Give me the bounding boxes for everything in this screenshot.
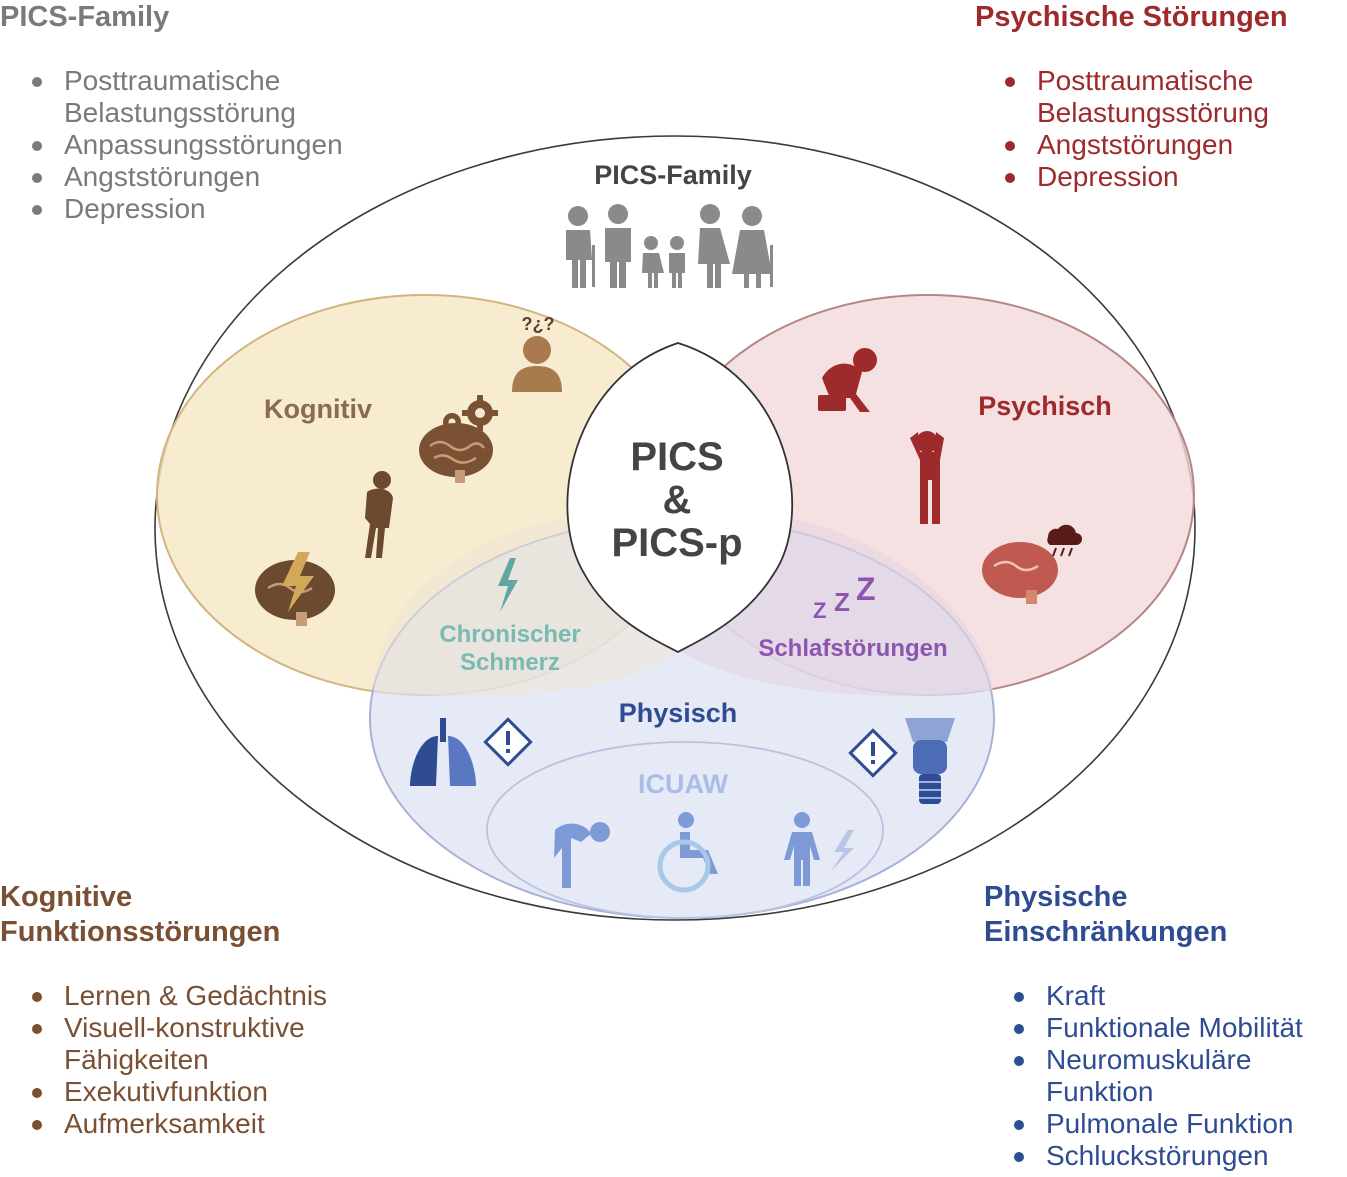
outer-family-label: PICS-Family xyxy=(594,160,752,190)
pics-family-list-block: PICS-Family Posttraumatische Belastungss… xyxy=(0,0,343,225)
list-item: Aufmerksamkeit xyxy=(30,1108,327,1140)
question-marks-icon: ?¿? xyxy=(522,314,555,334)
zzz-icon: Z Z Z xyxy=(813,571,876,623)
physische-list-block: Physische Einschränkungen Kraft Funktion… xyxy=(984,880,1303,1172)
chronischer-schmerz-label-2: Schmerz xyxy=(460,649,560,676)
wheelchair-icon xyxy=(657,812,718,893)
z-letter-small: Z xyxy=(813,598,826,623)
stressed-person-icon xyxy=(910,431,944,524)
sad-person-icon xyxy=(818,348,877,412)
list-item: Exekutivfunktion xyxy=(30,1076,327,1108)
kognitiv-label: Kognitiv xyxy=(264,394,372,424)
lungs-icon xyxy=(410,718,476,786)
kognitive-list-block: Kognitive Funktionsstörungen Lernen & Ge… xyxy=(0,880,327,1140)
warning-icon-left xyxy=(483,717,533,767)
list-item: Neuromuskuläre Funktion xyxy=(1012,1044,1303,1108)
larynx-icon xyxy=(905,718,955,804)
person-weak-lightning-icon xyxy=(784,812,854,886)
list-item: Anpassungsstörungen xyxy=(30,129,343,161)
list-item: Schluckstörungen xyxy=(1012,1140,1303,1172)
kognitive-heading: Kognitive Funktionsstörungen xyxy=(0,881,281,948)
list-item: Kraft xyxy=(1012,980,1303,1012)
center-label-pics: PICS xyxy=(630,435,723,479)
list-item: Lernen & Gedächtnis xyxy=(30,980,327,1012)
bent-person-icon xyxy=(554,822,610,888)
lightning-icon xyxy=(498,558,518,612)
psychische-heading: Psychische Störungen xyxy=(975,1,1288,33)
icuaw-label: ICUAW xyxy=(638,769,729,799)
psychische-list: Posttraumatische Belastungsstörung Angst… xyxy=(1003,65,1288,193)
family-group-icon xyxy=(566,204,773,288)
brain-icon xyxy=(419,423,493,483)
psychische-list-block: Psychische Störungen Posttraumatische Be… xyxy=(975,0,1288,193)
physische-heading: Physische Einschränkungen xyxy=(984,881,1228,948)
confused-person-icon xyxy=(512,336,562,392)
physische-list: Kraft Funktionale Mobilität Neuromuskulä… xyxy=(1012,980,1303,1172)
list-item: Depression xyxy=(1003,161,1288,193)
list-item: Funktionale Mobilität xyxy=(1012,1012,1303,1044)
hunched-person-icon xyxy=(365,471,393,558)
psychisch-label: Psychisch xyxy=(978,391,1112,421)
brain-lightning-icon xyxy=(255,552,335,626)
warning-icon-right xyxy=(848,728,898,778)
chronischer-schmerz-label-1: Chronischer xyxy=(439,621,580,648)
z-letter-medium: Z xyxy=(834,587,850,617)
center-pics-shape xyxy=(566,342,794,654)
list-item: Visuell-konstruktive Fähigkeiten xyxy=(30,1012,327,1076)
list-item: Angststörungen xyxy=(1003,129,1288,161)
physisch-label: Physisch xyxy=(619,698,738,728)
brain-raincloud-icon xyxy=(982,524,1082,604)
schlafstoerungen-label: Schlafstörungen xyxy=(758,635,947,662)
list-item: Angststörungen xyxy=(30,161,343,193)
pics-family-heading: PICS-Family xyxy=(0,1,170,33)
list-item: Posttraumatische Belastungsstörung xyxy=(30,65,343,129)
z-letter-large: Z xyxy=(856,571,876,607)
list-item: Posttraumatische Belastungsstörung xyxy=(1003,65,1288,129)
center-label-picsp: PICS-p xyxy=(611,521,742,565)
list-item: Pulmonale Funktion xyxy=(1012,1108,1303,1140)
pics-family-list: Posttraumatische Belastungsstörung Anpas… xyxy=(30,65,343,225)
list-item: Depression xyxy=(30,193,343,225)
icuaw-ellipse xyxy=(486,741,884,919)
center-label-amp: & xyxy=(663,478,692,522)
kognitive-list: Lernen & Gedächtnis Visuell-konstruktive… xyxy=(30,980,327,1140)
